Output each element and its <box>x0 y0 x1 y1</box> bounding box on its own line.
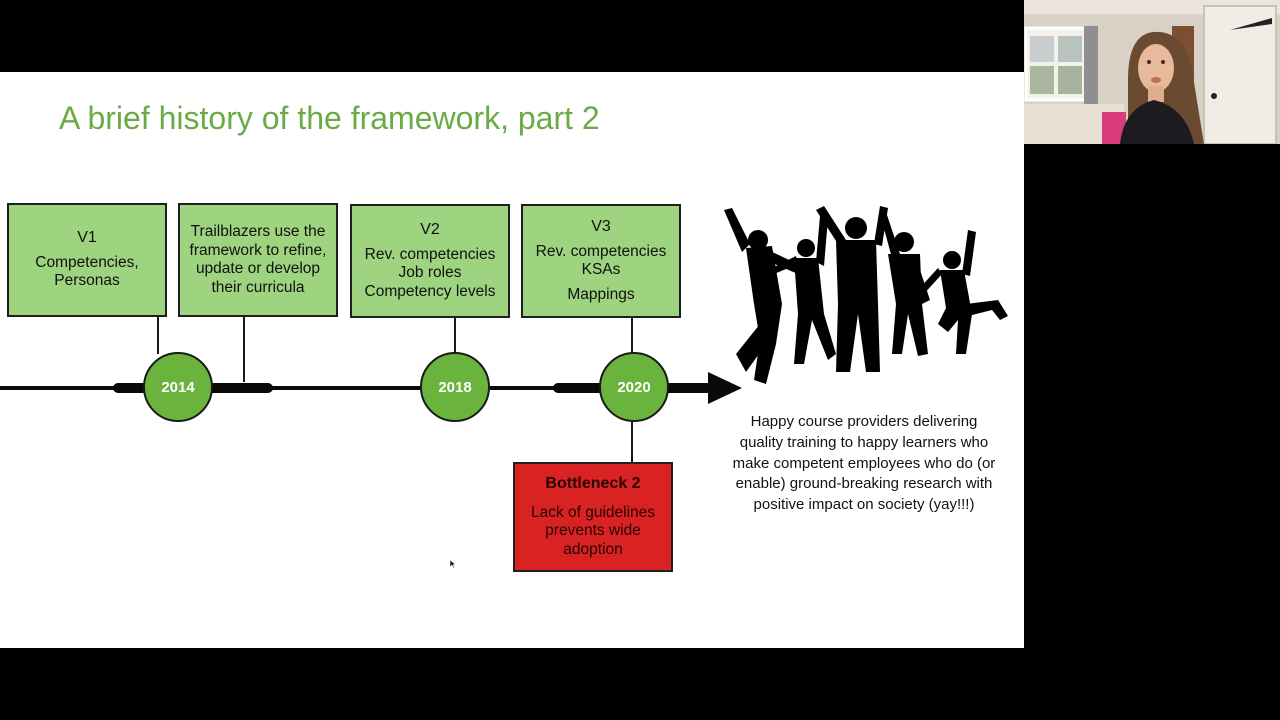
outcome-line: make competent employees who do (or <box>732 454 996 472</box>
box-v2-line: Job roles <box>398 264 462 281</box>
box-v3-heading: V3 <box>591 218 611 235</box>
box-trailblazers-line: update or develop <box>195 260 321 277</box>
box-v2: V2 Rev. competencies Job roles Competenc… <box>350 204 510 318</box>
box-v1-heading: V1 <box>77 229 97 247</box>
year-circle-2020 <box>599 352 669 422</box>
box-bottleneck-line: Lack of guidelines <box>530 503 656 521</box>
box-trailblazers-line: their curricula <box>211 278 305 296</box>
box-v2-line: Rev. competencies <box>364 245 496 263</box>
outcome-line: quality training to happy learners who <box>739 433 989 451</box>
box-bottleneck-heading: Bottleneck 2 <box>545 475 641 492</box>
box-v2-heading: V2 <box>420 221 440 238</box>
year-circle-2018 <box>420 352 490 422</box>
box-v1-line: Competencies, <box>35 253 139 271</box>
box-bottleneck: Bottleneck 2 Lack of guidelines prevents… <box>513 462 673 572</box>
jumping-people-silhouette-icon <box>724 206 1008 384</box>
box-trailblazers-line: Trailblazers use the <box>190 223 326 240</box>
outcome-line: enable) ground-breaking research with <box>735 475 993 493</box>
box-v1: V1 Competencies, Personas <box>7 203 167 317</box>
box-trailblazers-line: framework to refine, <box>189 241 327 259</box>
mouse-cursor-icon <box>450 560 456 568</box>
box-bottleneck-line: prevents wide <box>545 522 641 539</box>
year-circle-2014 <box>143 352 213 422</box>
arrowhead-icon <box>708 372 742 404</box>
presentation-slide: A brief history of the framework, part 2… <box>0 72 1024 648</box>
box-v3-mappings: Mappings <box>567 285 635 303</box>
timeline-graphic <box>0 316 742 462</box>
box-v3-line: Rev. competencies <box>535 242 667 260</box>
box-v3-line: KSAs <box>581 261 621 278</box>
box-bottleneck-line: adoption <box>563 540 623 558</box>
slide-title: A brief history of the framework, part 2 <box>59 100 600 136</box>
year-label-2020: 2020 <box>617 378 651 396</box>
webcam-feed <box>1024 0 1280 144</box>
outcome-line: positive impact on society (yay!!!) <box>753 496 975 514</box>
box-trailblazers: Trailblazers use the framework to refine… <box>178 203 338 317</box>
box-v1-line: Personas <box>54 272 120 290</box>
outcome-text: Happy course providers delivering qualit… <box>712 412 1016 516</box>
box-v2-line: Competency levels <box>364 282 496 300</box>
box-v3: V3 Rev. competencies KSAs Mappings <box>521 204 681 318</box>
year-label-2018: 2018 <box>438 378 472 396</box>
year-label-2014: 2014 <box>161 378 195 396</box>
outcome-line: Happy course providers delivering <box>750 413 978 430</box>
